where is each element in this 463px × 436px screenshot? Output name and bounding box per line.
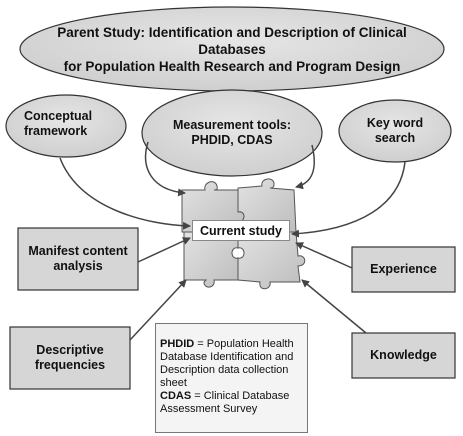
arrow-knowledge-to-puzzle <box>301 279 367 334</box>
legend-phdid-term: PHDID <box>160 338 195 350</box>
puzzle-icon <box>181 178 306 290</box>
current-study-label: Current study <box>192 220 290 241</box>
arrow-experience-to-puzzle <box>295 242 353 269</box>
descriptive-line1: Descriptive <box>36 343 104 357</box>
keyword-line1: Key word <box>366 116 424 130</box>
arrow-descriptive-to-puzzle <box>129 279 187 341</box>
parent-study-line2: for Population Health Research and Progr… <box>63 58 401 74</box>
descriptive-line2: frequencies <box>34 358 106 372</box>
measurement-line2: PHDID, CDAS <box>191 133 273 147</box>
legend-phdid-def-3: Description data collection <box>160 364 289 376</box>
measurement-tools-ellipse <box>141 89 323 177</box>
keyword-search-ellipse <box>338 99 452 163</box>
arrow-measurement-right <box>295 144 316 190</box>
legend-cdas-def-2: Assessment Survey <box>160 403 258 415</box>
conceptual-framework-ellipse <box>5 94 127 158</box>
manifest-content-box <box>17 227 139 291</box>
descriptive-frequencies-box <box>9 326 131 390</box>
legend-phdid-def-4: sheet <box>160 377 187 389</box>
arrow-keyword-to-puzzle <box>291 161 406 238</box>
measurement-tools-label: Measurement tools: PHDID, CDAS <box>162 115 302 151</box>
parent-study-line1: Parent Study: Identification and Descrip… <box>57 24 407 57</box>
arrow-measurement-left <box>144 141 186 197</box>
arrow-conceptual-to-puzzle <box>59 157 191 230</box>
manifest-line1: Manifest content <box>28 244 128 258</box>
legend-cdas-term: CDAS <box>160 390 192 402</box>
legend-phdid-def-1: = Population Health <box>194 338 294 350</box>
manifest-content-label: Manifest content analysis <box>18 228 138 290</box>
abbreviation-legend: PHDID = Population Health Database Ident… <box>155 323 308 433</box>
measurement-line1: Measurement tools: <box>172 118 292 132</box>
descriptive-frequencies-label: Descriptive frequencies <box>10 327 130 389</box>
conceptual-line1: Conceptual <box>24 109 93 123</box>
legend-phdid-line1: PHDID = Population Health <box>160 338 303 351</box>
conceptual-framework-label: Conceptual framework <box>10 106 110 142</box>
knowledge-box <box>351 332 456 379</box>
keyword-line2: search <box>374 131 416 145</box>
knowledge-label: Knowledge <box>370 348 437 362</box>
legend-cdas-line1: CDAS = Clinical Database <box>160 390 303 403</box>
experience-box <box>351 246 456 293</box>
conceptual-line2: framework <box>24 124 88 138</box>
legend-phdid-def-2: Database Identification and <box>160 351 294 363</box>
parent-study-label: Parent Study: Identification and Descrip… <box>22 25 442 74</box>
legend-cdas-def-1: = Clinical Database <box>191 390 290 402</box>
manifest-line2: analysis <box>53 259 103 273</box>
arrow-manifest-to-puzzle <box>137 237 191 263</box>
experience-label: Experience <box>370 262 437 276</box>
keyword-search-label: Key word search <box>350 113 440 149</box>
